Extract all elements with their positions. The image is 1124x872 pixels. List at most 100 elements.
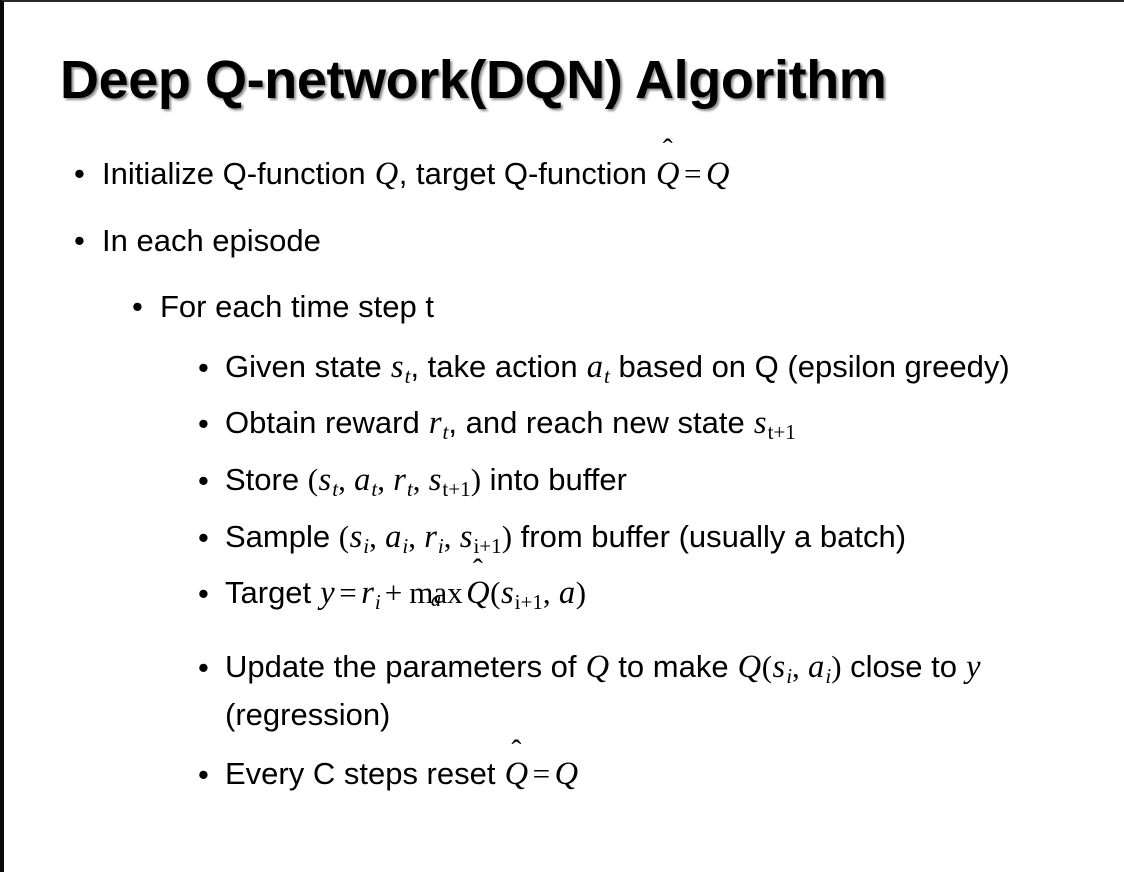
bullet-marker: •	[198, 756, 209, 792]
list-item-text: Given state st, take action at based on …	[225, 344, 1098, 392]
math-symbol-s: s	[349, 518, 363, 555]
math-subscript: i	[363, 533, 370, 558]
math-paren-open: (	[338, 518, 350, 554]
math-paren-close: )	[575, 575, 587, 611]
math-subscript: t+1	[442, 476, 471, 501]
math-subscript: i	[786, 663, 793, 688]
list-item: • In each episode	[4, 217, 1124, 264]
list-item: • Store (st, at, rt, st+1) into buffer	[4, 457, 1124, 505]
math-symbol-q: Q	[705, 156, 730, 192]
text-run: (regression)	[225, 696, 391, 732]
math-symbol-base: Q	[655, 156, 680, 192]
math-comma: ,	[338, 462, 354, 497]
bullet-marker: •	[198, 519, 209, 555]
math-operator-plus: +	[384, 575, 403, 611]
math-symbol-y: y	[320, 575, 335, 612]
list-item-text: Every C steps reset ̂Q=Q	[225, 751, 1098, 799]
math-symbol-s: s	[753, 405, 767, 442]
math-paren-open: (	[761, 648, 773, 684]
math-subscript: i	[825, 663, 832, 688]
list-item: • Update the parameters of Q to make Q(s…	[4, 644, 1124, 737]
list-item-text: Obtain reward rt, and reach new state st…	[225, 400, 1098, 448]
math-operator-equals: =	[339, 575, 357, 611]
list-item: • Given state st, take action at based o…	[4, 344, 1124, 392]
math-comma: ,	[408, 518, 424, 554]
math-symbol-r: r	[428, 405, 442, 442]
bullet-marker: •	[132, 288, 143, 324]
math-subscript-text: t+1	[442, 476, 471, 501]
text-run: Update the parameters of	[225, 648, 586, 684]
list-item: • Every C steps reset ̂Q=Q	[4, 751, 1124, 799]
math-subscript: i	[437, 533, 444, 558]
list-item-text: Update the parameters of Q to make Q(si,…	[225, 644, 1098, 737]
math-paren-close: )	[831, 648, 842, 684]
math-symbol-q-hat: ̂Q	[504, 751, 529, 799]
bullet-marker: •	[74, 156, 85, 191]
math-symbol-a: a	[354, 462, 371, 498]
list-item-text: In each episode	[102, 223, 321, 259]
text-run: into buffer	[481, 462, 627, 497]
math-subscript: t	[406, 476, 413, 501]
math-symbol-s: s	[390, 348, 404, 385]
list-item-text: For each time step t	[160, 288, 434, 324]
math-comma: ,	[377, 462, 393, 497]
math-paren-close: )	[470, 462, 482, 497]
bullet-marker: •	[74, 223, 85, 259]
math-symbol-a: a	[385, 518, 402, 555]
math-symbol-s: s	[459, 518, 473, 555]
math-symbol-a: a	[808, 648, 825, 685]
text-run: to make	[609, 648, 738, 684]
bullet-marker: •	[198, 349, 209, 385]
math-symbol-r: r	[424, 518, 437, 555]
math-symbol-a: a	[586, 348, 604, 385]
list-item-text: Store (st, at, rt, st+1) into buffer	[225, 457, 1098, 505]
text-run: Sample	[225, 518, 339, 554]
math-comma: ,	[443, 518, 460, 554]
bullet-marker: •	[198, 576, 209, 612]
text-run: from buffer (usually a batch)	[512, 518, 907, 554]
text-run: Store	[225, 462, 308, 497]
math-symbol-q: Q	[585, 648, 610, 685]
list-item-text: Initialize Q-function Q, target Q-functi…	[102, 150, 1124, 199]
math-subscript-text: i+1	[514, 590, 543, 615]
list-item: • Obtain reward rt, and reach new state …	[4, 400, 1124, 448]
math-symbol-q-hat: ̂Q	[655, 150, 680, 199]
math-symbol-s: s	[428, 462, 442, 498]
math-comma: ,	[792, 648, 808, 684]
math-paren-close: )	[501, 518, 513, 554]
math-symbol-base: Q	[466, 575, 490, 612]
bullet-marker: •	[198, 649, 209, 685]
math-paren-open: (	[307, 462, 319, 497]
math-paren-open: (	[490, 575, 501, 611]
math-symbol-s: s	[500, 575, 514, 612]
text-run: , target Q-function	[398, 156, 656, 191]
math-symbol-s: s	[772, 648, 786, 685]
math-symbol-r: r	[361, 575, 374, 612]
math-subscript: t	[404, 363, 411, 388]
text-run: Given state	[225, 348, 391, 384]
list-item: • For each time step t	[4, 283, 1124, 330]
math-subscript: i+1	[473, 534, 501, 558]
math-operator-equals: =	[532, 755, 551, 791]
math-comma: ,	[412, 462, 429, 497]
math-symbol-s: s	[318, 462, 332, 498]
math-symbol-a: a	[558, 575, 576, 612]
text-run: Initialize Q-function	[102, 156, 375, 191]
math-symbol-q: Q	[374, 156, 399, 192]
list-item: • Sample (si, ai, ri, si+1) from buffer …	[4, 514, 1124, 562]
list-item-text: Sample (si, ai, ri, si+1) from buffer (u…	[225, 514, 1098, 562]
list-item-text: Target y=ri+maxâQ(si+1, a)	[225, 570, 1098, 618]
text-run: Target	[225, 575, 320, 611]
math-subscript: t	[604, 363, 610, 388]
math-symbol-q: Q	[554, 755, 579, 792]
math-subscript: t	[442, 420, 449, 445]
text-run: Obtain reward	[225, 405, 429, 441]
math-symbol-q: Q	[737, 648, 762, 685]
math-operator-equals: =	[684, 156, 702, 191]
text-run: , take action	[410, 348, 587, 384]
text-run: based on Q (epsilon greedy)	[609, 348, 1010, 384]
math-operator-max-label: max	[409, 575, 463, 611]
text-run: Every C steps reset	[225, 755, 505, 791]
math-subscript: i	[374, 590, 381, 615]
